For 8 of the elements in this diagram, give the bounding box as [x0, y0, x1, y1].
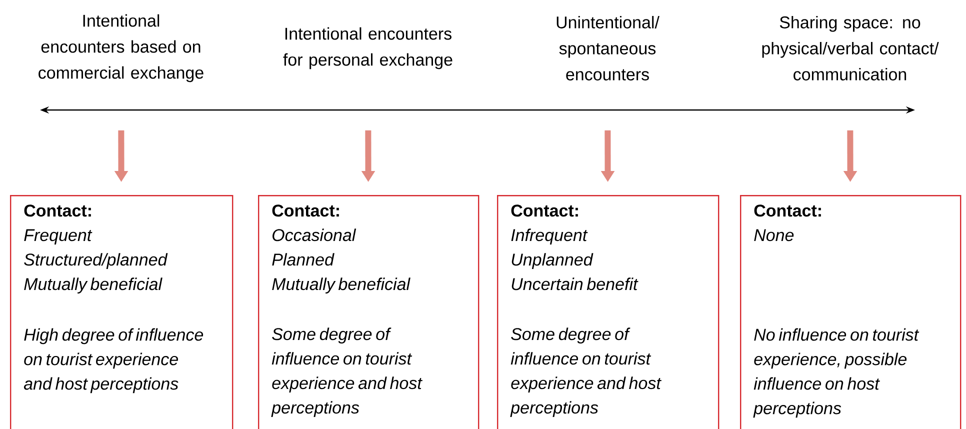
heading-text: Intentional encounters based on commercial exchange	[38, 14, 204, 82]
heading-text: Intentional encounters for personal exchange	[283, 27, 452, 70]
info-box: Contact: Frequent Structured/planned Mutually beneficial High degree of influence on tourist experience and host perceptions	[10, 195, 234, 429]
info-box: Contact: Occasional Planned Mutually beneficial Some degree of influence on tourist experience and host perceptions	[258, 195, 480, 429]
info-box: Contact: Infrequent Unplanned Uncertain benefit Some degree of influence on tourist experience and host perceptions	[497, 195, 720, 429]
heading-text: Unintentional/ spontaneous encounters	[556, 16, 660, 80]
info-box: Contact: None No influence on tourist experience, possible influence on host perceptions	[740, 195, 962, 429]
heading-text: Sharing space: no physical/verbal contact/ communication	[762, 16, 939, 80]
